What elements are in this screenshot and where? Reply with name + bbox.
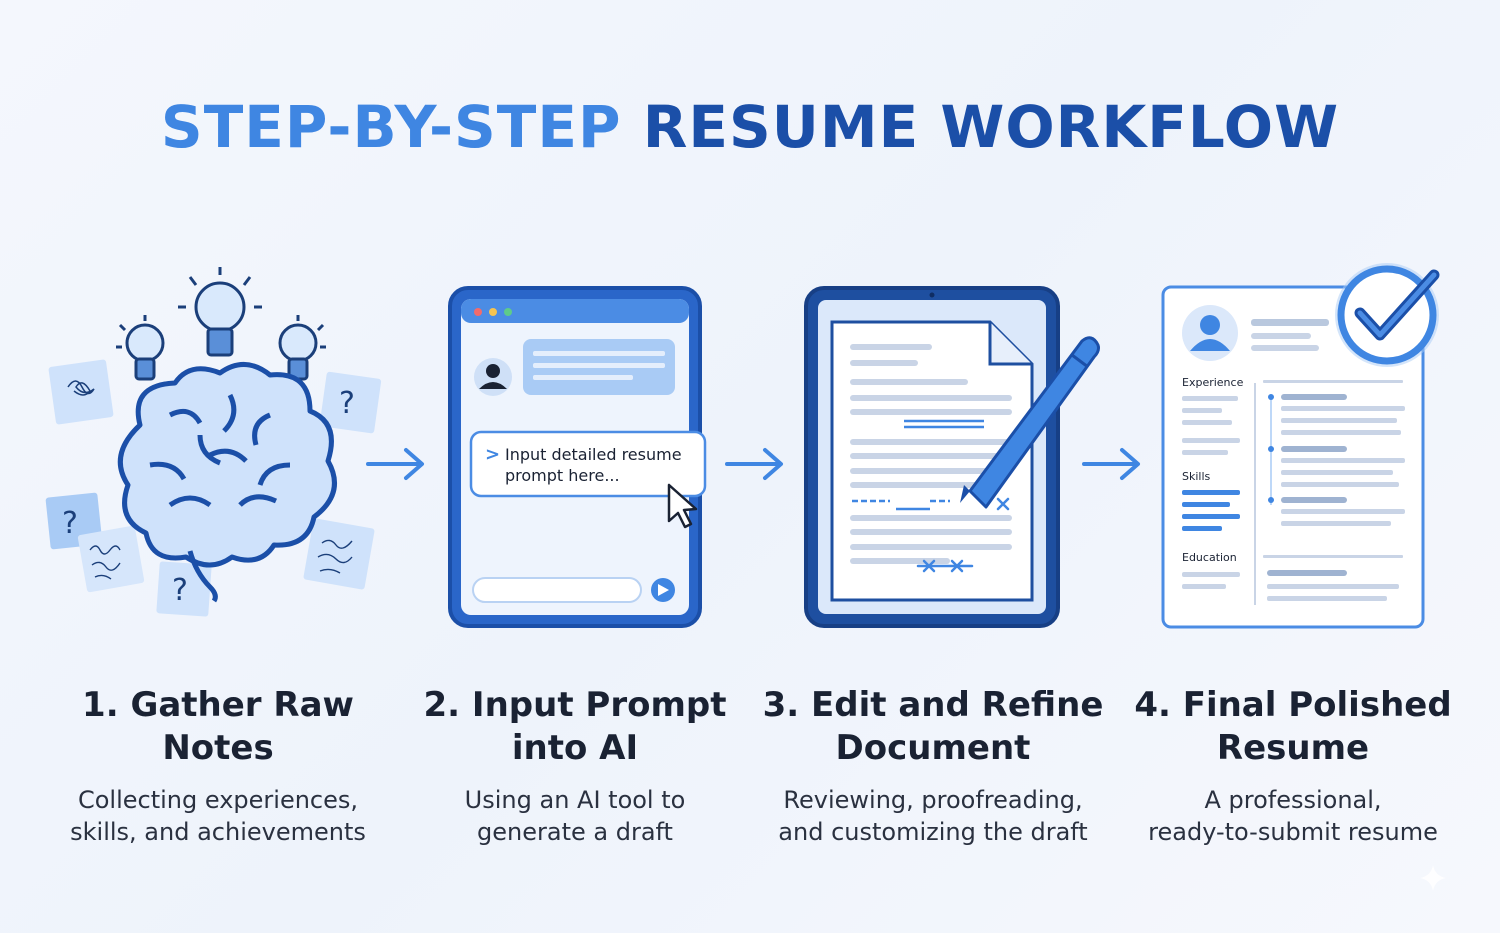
question-mark: ? (62, 506, 78, 541)
sticky-note-question-3: ? (156, 561, 212, 617)
arrow-right-icon (1082, 448, 1140, 480)
page-title: STEP-BY-STEP RESUME WORKFLOW (0, 92, 1500, 162)
step-1-desc-line-2: skills, and achievements (70, 818, 366, 846)
education-label: Education (1182, 551, 1237, 564)
send-button[interactable] (651, 578, 675, 602)
resume-page (1161, 285, 1425, 629)
prompt-text-line-1: Input detailed resume (505, 445, 682, 464)
step-3-title-line-1: 3. Edit and Refine (762, 685, 1104, 725)
step-3-description: Reviewing, proofreading, and customizing… (743, 784, 1123, 848)
step-3-desc-line-2: and customizing the draft (778, 818, 1088, 846)
arrow-right-icon (366, 448, 424, 480)
step-1-desc-line-1: Collecting experiences, (77, 786, 359, 814)
final-resume-illustration: Experience Skills Education (1161, 263, 1440, 629)
step-4-desc-line-2: ready-to-submit resume (1148, 818, 1438, 846)
step-2-desc-line-2: generate a draft (477, 818, 673, 846)
ai-chat-tablet-illustration: > Input detailed resume prompt here... (448, 286, 707, 628)
question-mark: ? (339, 386, 355, 421)
window-minimize-dot (489, 308, 497, 316)
correction-mark-icon (916, 497, 1010, 573)
step-1-title-line-2: Notes (162, 728, 274, 768)
step-2: 2. Input Prompt into AI Using an AI tool… (385, 684, 765, 848)
send-icon (658, 584, 669, 596)
checkmark-badge-icon (1335, 263, 1440, 367)
step-3-desc-line-1: Reviewing, proofreading, (783, 786, 1083, 814)
title-part-2: RESUME WORKFLOW (642, 93, 1340, 161)
pen-icon (960, 336, 1100, 509)
user-avatar (474, 358, 512, 396)
step-4-description: A professional, ready-to-submit resume (1103, 784, 1483, 848)
step-1-description: Collecting experiences, skills, and achi… (28, 784, 408, 848)
step-3-title: 3. Edit and Refine Document (743, 684, 1123, 770)
lightbulb-icon (178, 267, 262, 357)
brain-icon (117, 362, 337, 603)
step-3-title-line-2: Document (835, 728, 1031, 768)
step-1-title-line-1: 1. Gather Raw (82, 685, 354, 725)
step-4-title-line-2: Resume (1216, 728, 1370, 768)
chevron-right-icon: > (485, 444, 500, 465)
skills-label: Skills (1182, 470, 1211, 483)
title-part-1: STEP-BY-STEP (160, 93, 622, 161)
prompt-input-box[interactable] (469, 430, 707, 498)
edit-document-illustration (804, 286, 1100, 628)
window-maximize-dot (504, 308, 512, 316)
sticky-note-scribble-2 (77, 525, 145, 593)
window-close-dot (474, 308, 482, 316)
step-4-title-line-1: 4. Final Polished (1134, 685, 1452, 725)
lightbulb-icon (278, 315, 326, 381)
step-1: 1. Gather Raw Notes Collecting experienc… (28, 684, 408, 848)
sticky-note-scribble-1 (48, 359, 114, 425)
step-2-title-line-1: 2. Input Prompt (423, 685, 727, 725)
step-2-title-line-2: into AI (511, 728, 639, 768)
step-4: 4. Final Polished Resume A professional,… (1103, 684, 1483, 848)
brain-ideas-illustration: ? ? ? (45, 267, 382, 617)
prompt-text-line-2: prompt here... (505, 466, 620, 485)
step-2-desc-line-1: Using an AI tool to (464, 786, 686, 814)
question-mark: ? (172, 573, 188, 608)
step-3: 3. Edit and Refine Document Reviewing, p… (743, 684, 1123, 848)
experience-label: Experience (1182, 376, 1244, 389)
step-2-title: 2. Input Prompt into AI (385, 684, 765, 770)
step-1-title: 1. Gather Raw Notes (28, 684, 408, 770)
sticky-note-scribble-3 (303, 518, 375, 590)
profile-avatar-icon (1182, 305, 1238, 361)
sticky-note-question-1: ? (319, 371, 382, 434)
step-2-description: Using an AI tool to generate a draft (385, 784, 765, 848)
step-4-desc-line-1: A professional, (1204, 786, 1382, 814)
lightbulb-icon (116, 315, 165, 381)
message-input[interactable] (472, 577, 642, 603)
arrow-right-icon (725, 448, 783, 480)
mouse-cursor-icon (667, 483, 698, 529)
step-4-title: 4. Final Polished Resume (1103, 684, 1483, 770)
sparkle-icon (1420, 865, 1446, 891)
